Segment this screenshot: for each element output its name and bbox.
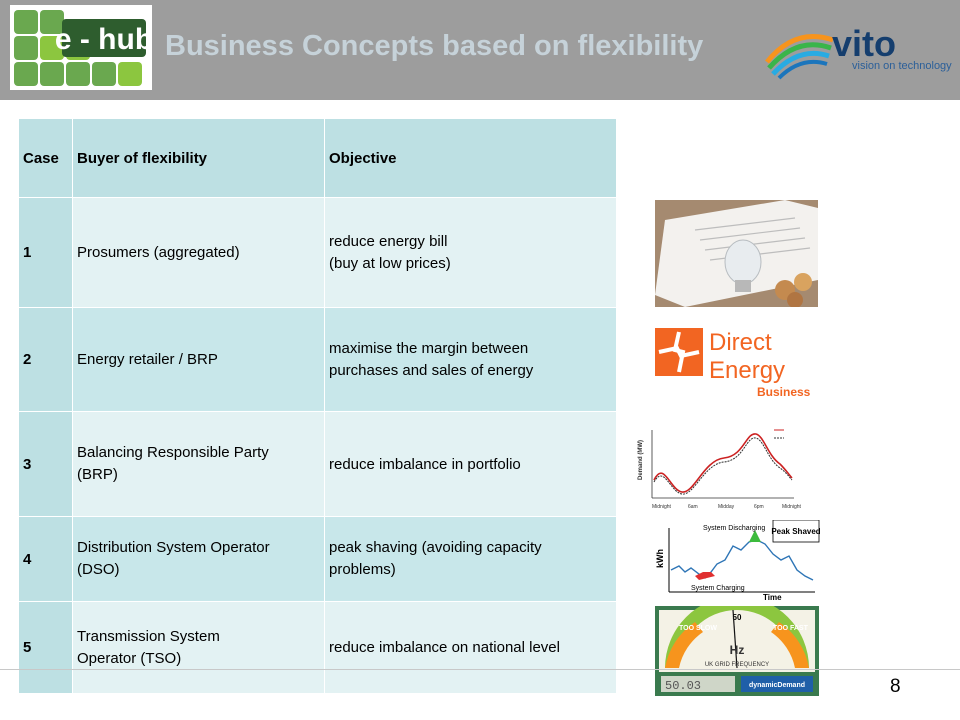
- case-number: 1: [18, 197, 73, 308]
- gauge-too-slow-label: TOO SLOW: [679, 625, 717, 632]
- buyer-text: (DSO): [77, 561, 120, 578]
- case-number: 4: [18, 516, 73, 602]
- case-number: 3: [18, 411, 73, 517]
- gauge-center-value: 50: [733, 613, 742, 622]
- buyer-cell: Energy retailer / BRP: [72, 307, 325, 412]
- objective-cell: maximise the margin between purchases an…: [324, 307, 617, 412]
- buyer-cell: Prosumers (aggregated): [72, 197, 325, 308]
- buyer-text: Transmission System: [77, 627, 220, 645]
- gauge-brand: dynamicDemand: [749, 682, 805, 689]
- case-number: 5: [18, 601, 73, 694]
- gauge-hz-label: Hz: [730, 643, 745, 657]
- direct-energy-logo: Direct Energy Business: [655, 326, 825, 401]
- buyer-cell: Transmission System Operator (TSO): [72, 601, 325, 694]
- kwh-label: kWh: [655, 549, 665, 568]
- buyer-cell: Distribution System Operator (DSO): [72, 516, 325, 602]
- system-discharging-label: System Discharging: [703, 525, 765, 532]
- demand-xtick: 6am: [688, 504, 698, 510]
- peak-shaved-label: Peak Shaved: [771, 527, 820, 536]
- direct-energy-word1: Direct: [709, 329, 772, 356]
- buyer-text: Distribution System Operator: [77, 539, 270, 556]
- gauge-too-fast-label: TOO FAST: [773, 625, 809, 632]
- buyer-text: Energy retailer / BRP: [77, 351, 218, 368]
- objective-text: peak shaving (avoiding capacity: [329, 539, 542, 556]
- buyer-text: Operator (TSO): [77, 649, 182, 667]
- demand-curve-chart: Demand (MW) Midnight 6am Midday 6pm Midn…: [634, 420, 824, 512]
- objective-cell: reduce imbalance on national level: [324, 601, 617, 694]
- buyer-cell: Balancing Responsible Party (BRP): [72, 411, 325, 517]
- direct-energy-word3: Business: [757, 385, 811, 399]
- objective-text: reduce imbalance in portfolio: [329, 455, 521, 473]
- demand-xtick: Midnight: [652, 504, 672, 510]
- table-row: 4 Distribution System Operator (DSO) pea…: [18, 516, 617, 602]
- footer-divider: [0, 669, 960, 670]
- page-title: Business Concepts based on flexibility: [165, 30, 704, 62]
- objective-text: (buy at low prices): [329, 254, 451, 272]
- header-buyer: Buyer of flexibility: [72, 118, 325, 198]
- table-row: 1 Prosumers (aggregated) reduce energy b…: [18, 197, 617, 308]
- header-case: Case: [18, 118, 73, 198]
- time-label: Time: [763, 593, 782, 602]
- table-row: 2 Energy retailer / BRP maximise the mar…: [18, 307, 617, 412]
- buyer-text: Balancing Responsible Party: [77, 444, 269, 461]
- header-objective: Objective: [324, 118, 617, 198]
- ehub-logo-text: e - hub: [55, 23, 152, 56]
- system-charging-label: System Charging: [691, 585, 745, 592]
- objective-cell: peak shaving (avoiding capacity problems…: [324, 516, 617, 602]
- table-row: 3 Balancing Responsible Party (BRP) redu…: [18, 411, 617, 517]
- direct-energy-word2: Energy: [709, 357, 785, 384]
- table-header-row: Case Buyer of flexibility Objective: [18, 118, 617, 198]
- vito-logo-text: vito: [832, 23, 897, 64]
- gauge-readout: 50.03: [665, 679, 701, 693]
- case-number: 2: [18, 307, 73, 412]
- buyer-text: Prosumers (aggregated): [77, 244, 240, 261]
- demand-xtick: Midday: [718, 504, 735, 510]
- buyer-text: (BRP): [77, 466, 118, 483]
- gauge-caption: UK GRID FREQUENCY: [705, 662, 769, 668]
- grid-frequency-gauge: TOO SLOW TOO FAST 50 Hz UK GRID FREQUENC…: [655, 596, 819, 696]
- objective-cell: reduce imbalance in portfolio: [324, 411, 617, 517]
- table-row: 5 Transmission System Operator (TSO) red…: [18, 601, 617, 694]
- page-number: 8: [890, 676, 901, 697]
- vito-logo: [765, 22, 960, 80]
- demand-xtick: 6pm: [754, 504, 764, 510]
- objective-text: reduce energy bill: [329, 232, 448, 250]
- vito-tagline: vision on technology: [852, 60, 952, 72]
- demand-xtick: Midnight: [782, 504, 802, 510]
- demand-axis-label: Demand (MW): [638, 440, 644, 480]
- peak-shaving-chart: kWh System Discharging System Charging P…: [655, 519, 821, 602]
- ehub-logo: e - hub: [10, 5, 153, 90]
- objective-text: purchases and sales of energy: [329, 361, 534, 379]
- utility-bill-photo: [655, 200, 818, 308]
- objective-text: problems): [329, 561, 396, 578]
- objective-cell: reduce energy bill (buy at low prices): [324, 197, 617, 308]
- header-bar: [0, 0, 960, 100]
- flexibility-cases-table: Case Buyer of flexibility Objective 1 Pr…: [18, 118, 617, 694]
- objective-text: reduce imbalance on national level: [329, 639, 560, 656]
- objective-text: maximise the margin between: [329, 339, 529, 357]
